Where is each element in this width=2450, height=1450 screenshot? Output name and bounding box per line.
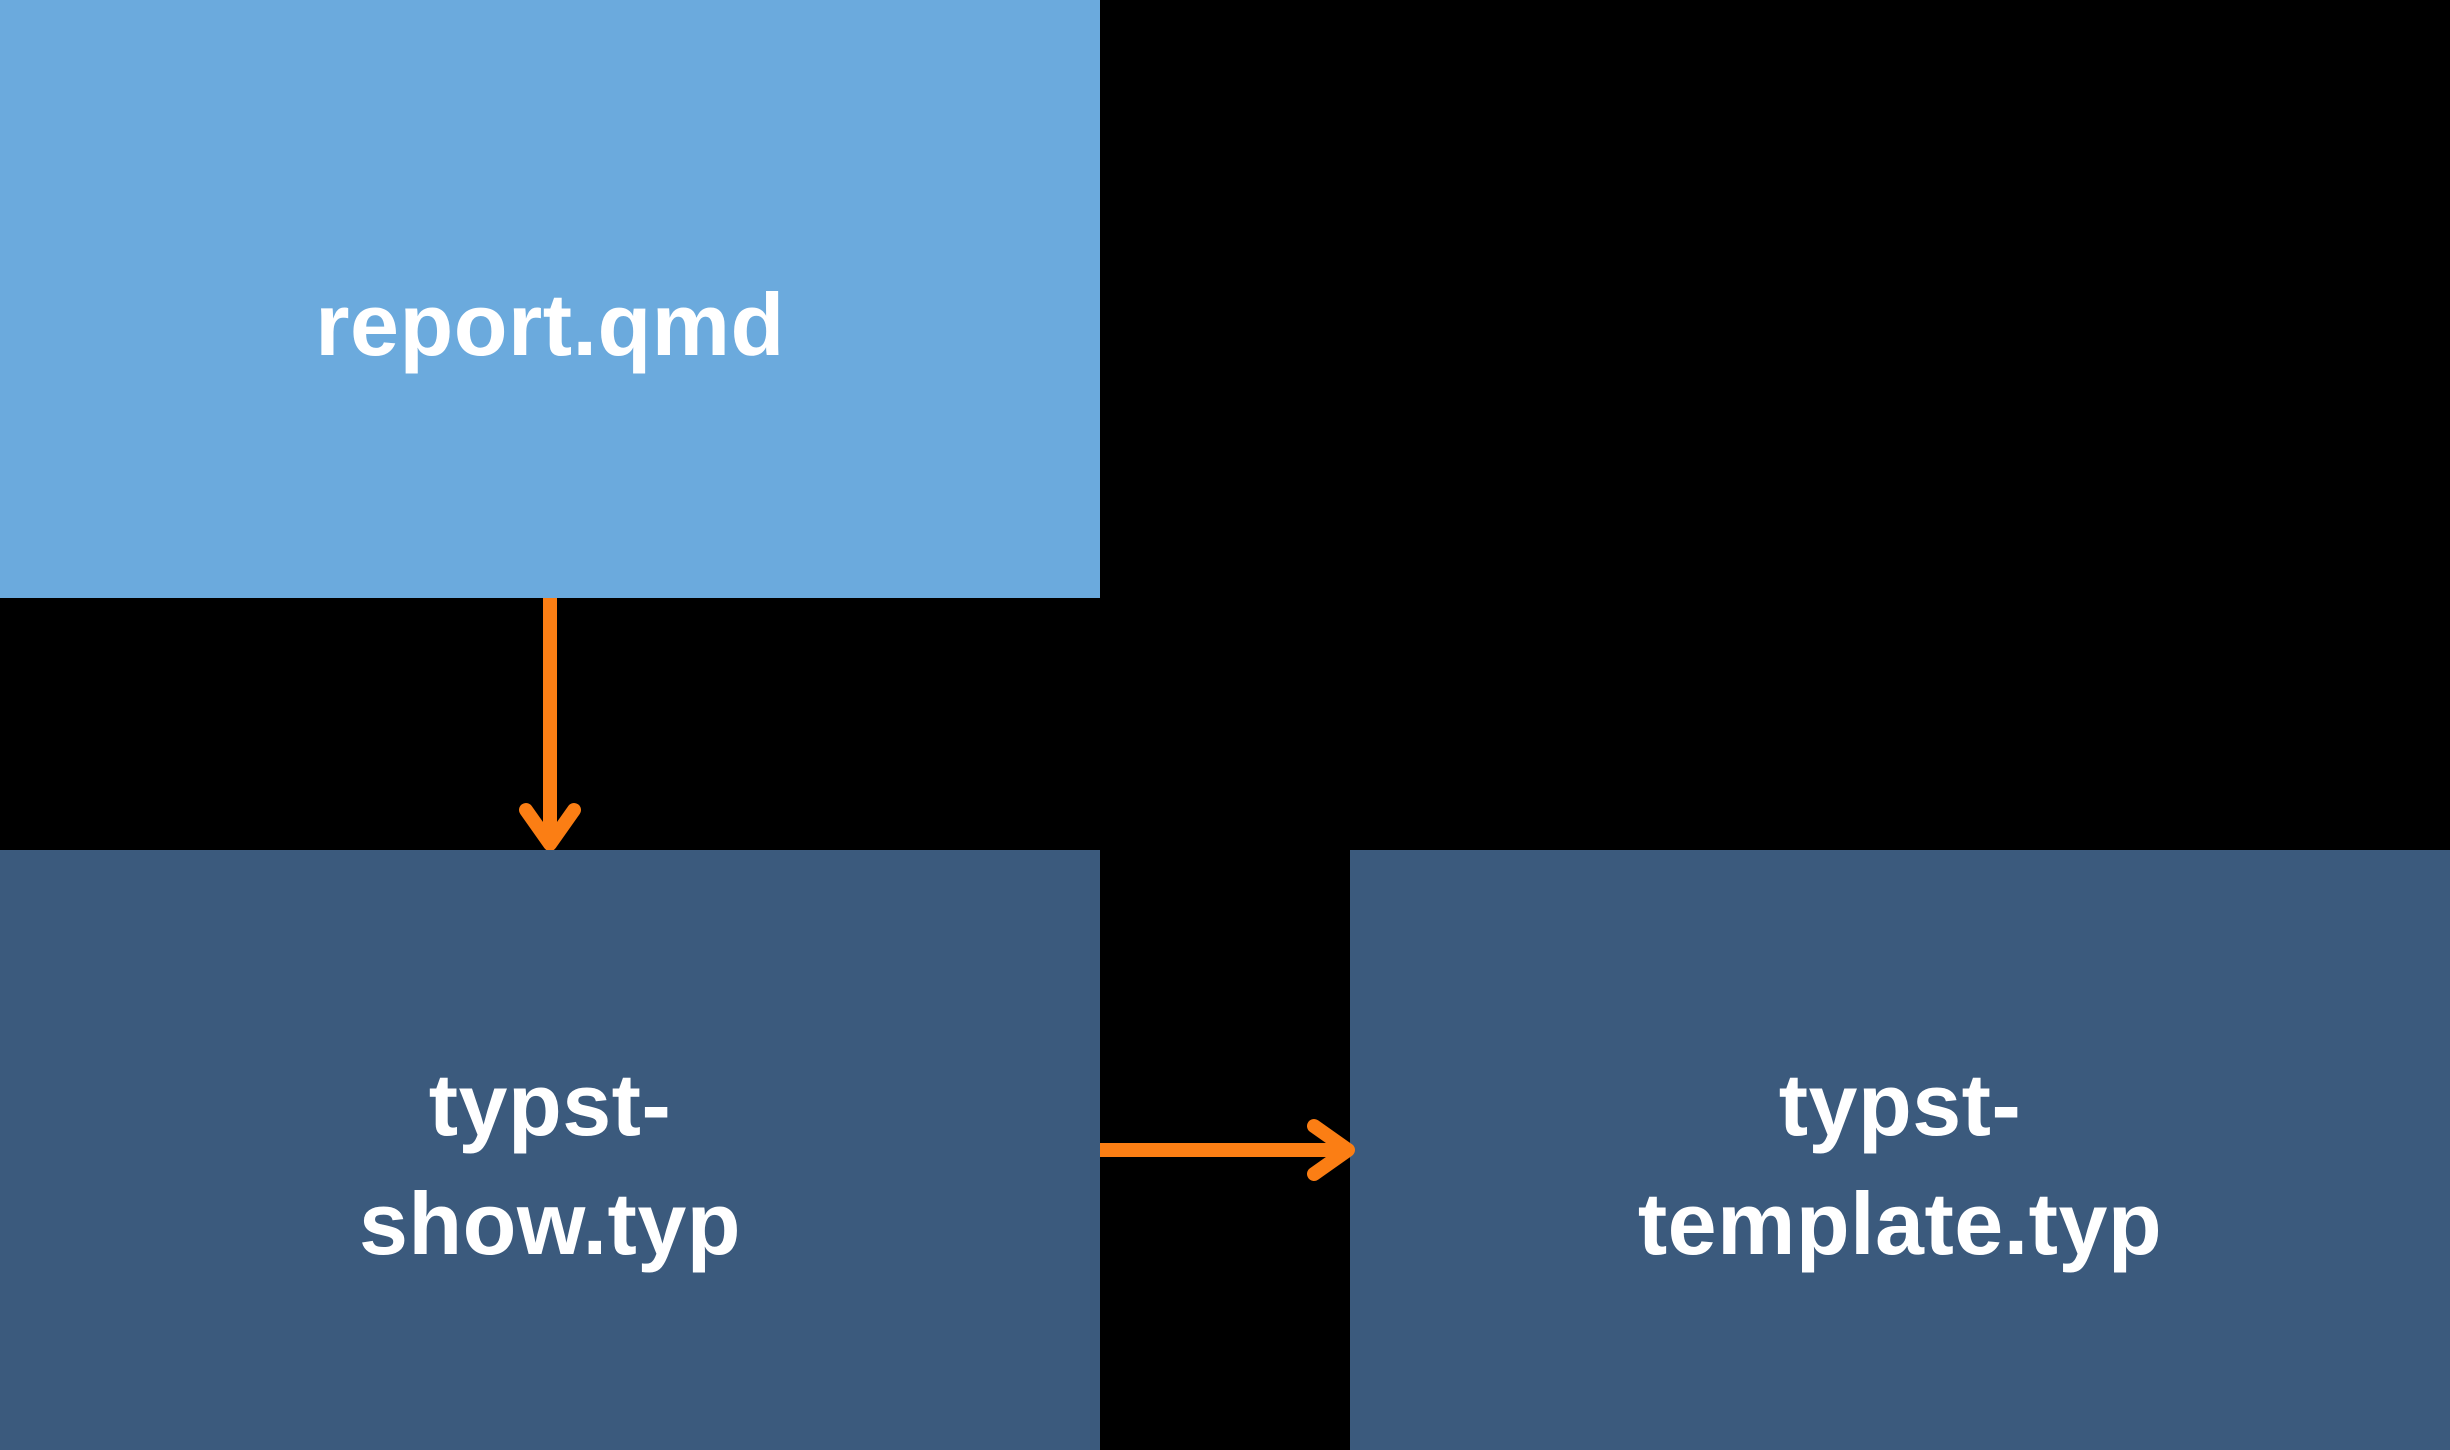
node-report-qmd-label: report.qmd xyxy=(315,274,785,374)
node-typst-template: typst- template.typ xyxy=(1350,850,2450,1450)
arrow-right-icon xyxy=(1100,1119,1355,1181)
node-report-qmd: report.qmd xyxy=(0,0,1100,598)
node-typst-show: typst- show.typ xyxy=(0,850,1100,1450)
arrow-down-icon xyxy=(519,598,581,850)
node-typst-show-label: typst- show.typ xyxy=(358,1055,742,1273)
node-typst-template-label: typst- template.typ xyxy=(1637,1055,2163,1273)
